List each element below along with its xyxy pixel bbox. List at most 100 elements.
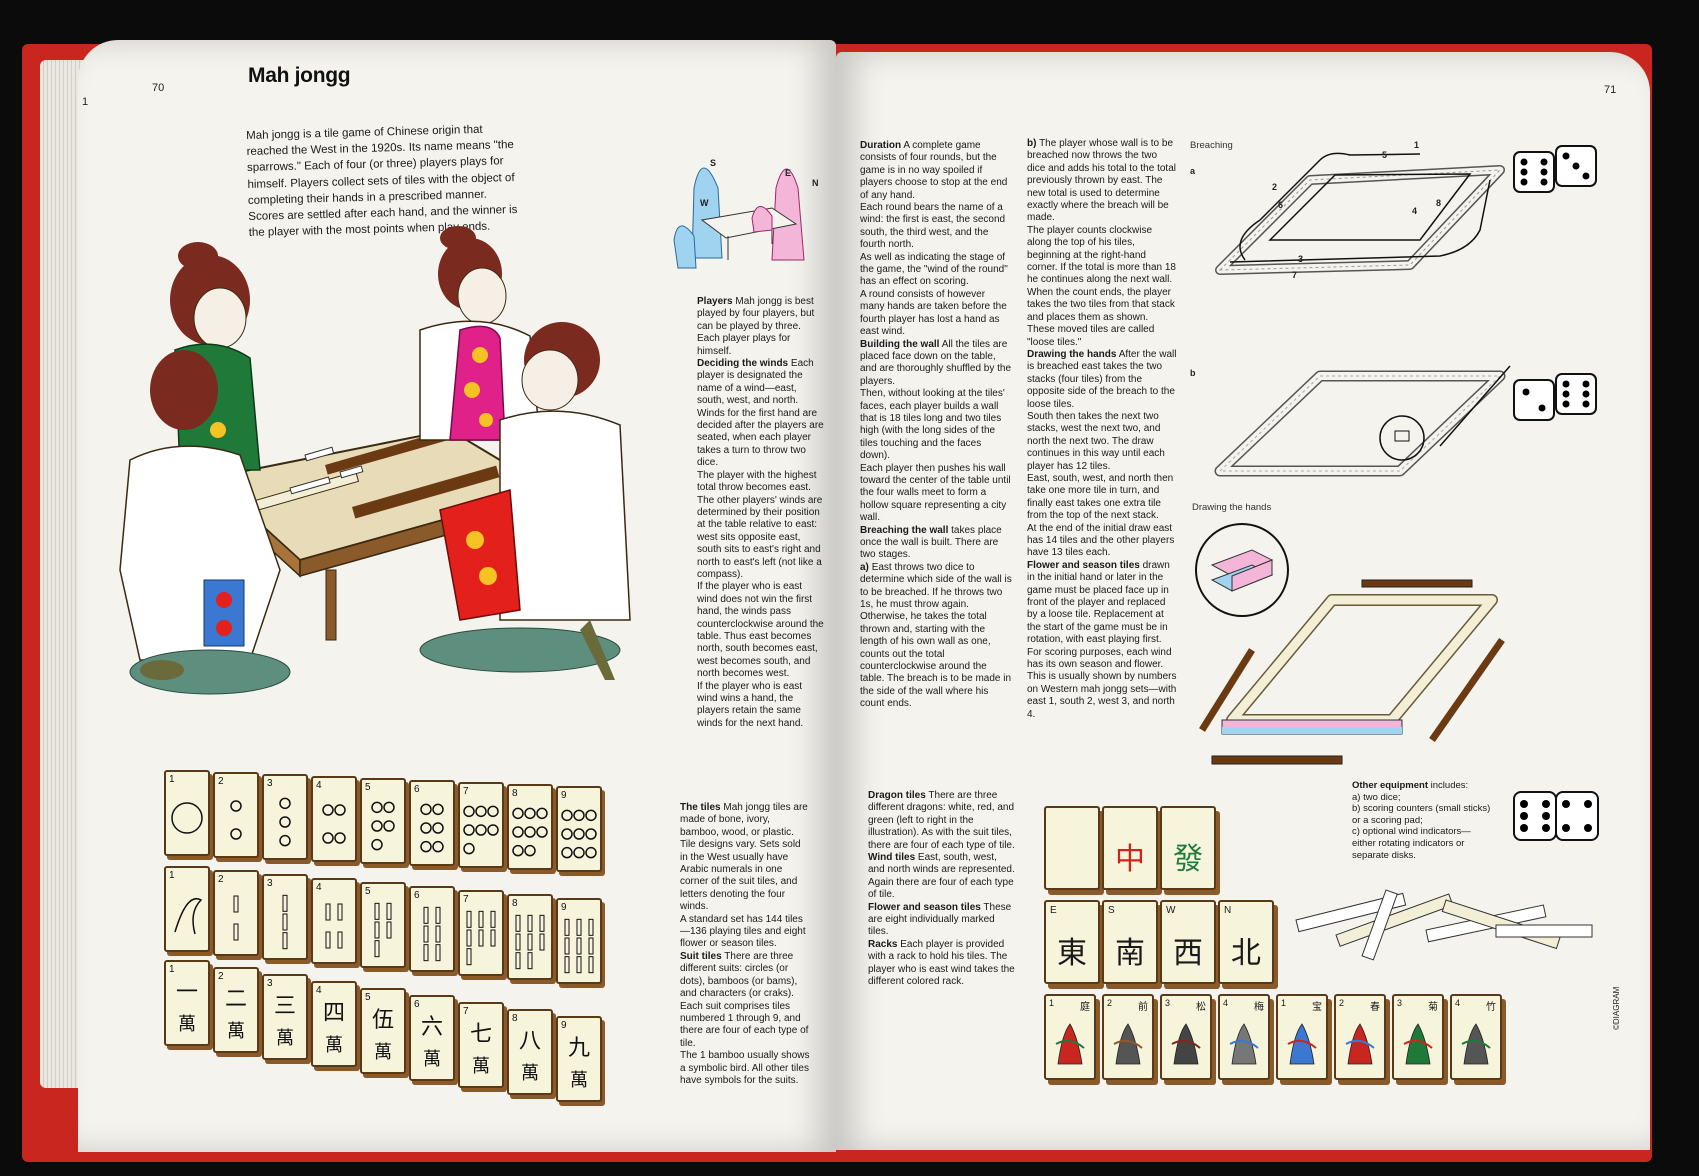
tile-number: 8 bbox=[512, 788, 518, 799]
tile-number: 3 bbox=[267, 878, 273, 889]
wan-glyph: 萬 bbox=[570, 1070, 588, 1091]
deciding-winds-text: Each player is designated the name of a … bbox=[697, 358, 814, 407]
tile-number: 3 bbox=[267, 978, 273, 989]
wan-glyph: 萬 bbox=[472, 1056, 490, 1077]
breaching-diagram-b bbox=[1214, 365, 1511, 477]
winds-retain-text: If the player who is east wind wins a ha… bbox=[697, 680, 804, 729]
dragon-tile bbox=[1044, 806, 1100, 890]
flower-season-tiles-text: These are eight individually marked tile… bbox=[868, 901, 1012, 938]
circle-tile: 1 bbox=[164, 770, 210, 856]
tile-number: 5 bbox=[365, 782, 371, 793]
duration-column: Duration A complete game consists of fou… bbox=[860, 140, 1012, 711]
circles-symbol bbox=[230, 800, 242, 840]
tile-number: 4 bbox=[316, 780, 322, 791]
bamboo-symbol bbox=[174, 898, 203, 935]
flower-illustration bbox=[1461, 1023, 1491, 1065]
circles-symbol bbox=[371, 801, 395, 851]
circles-symbol bbox=[420, 803, 444, 853]
equipment-dice: a) two dice; bbox=[1352, 791, 1401, 803]
path-number-7: 7 bbox=[1292, 270, 1298, 280]
drawing-hands-heading: Drawing the hands bbox=[1027, 348, 1117, 360]
character-glyph: 九 bbox=[567, 1036, 590, 1061]
tile-number: 4 bbox=[316, 985, 322, 996]
flower-glyph: 菊 bbox=[1428, 1002, 1438, 1013]
right-page-number: 71 bbox=[1604, 84, 1617, 96]
players-text: Mah jongg is best played by four players… bbox=[697, 296, 815, 357]
circles-symbol bbox=[463, 805, 499, 855]
tile-number: 2 bbox=[218, 776, 224, 787]
step-b-text: The player whose wall is to be breached … bbox=[1027, 138, 1176, 224]
circles-symbol bbox=[322, 804, 346, 844]
circles-symbol bbox=[561, 809, 597, 859]
wan-glyph: 萬 bbox=[423, 1049, 441, 1070]
page-edges bbox=[40, 60, 84, 1088]
path-number-1: 1 bbox=[1414, 140, 1420, 150]
wind-label-n: N bbox=[812, 178, 819, 188]
circle-tile: 5 bbox=[360, 778, 406, 864]
flower-number: 4 bbox=[1223, 998, 1229, 1008]
tile-number: 4 bbox=[316, 882, 322, 893]
wind-tiles-heading: Wind tiles bbox=[868, 852, 916, 864]
tile-number: 6 bbox=[414, 999, 420, 1010]
hollow-square-text: Each player then pushes his wall toward … bbox=[860, 462, 1011, 524]
dragon-glyph: 發 bbox=[1173, 842, 1203, 877]
character-glyph: 伍 bbox=[371, 1008, 394, 1033]
breach-column: b) The player whose wall is to be breach… bbox=[1027, 138, 1177, 721]
dice-pair-equipment bbox=[1513, 791, 1599, 841]
tile-number: 1 bbox=[169, 964, 175, 975]
path-number-8: 8 bbox=[1436, 198, 1442, 208]
bamboo-tile: 2 bbox=[213, 870, 259, 956]
players-column: Players Mah jongg is best played by four… bbox=[697, 296, 825, 730]
drawing-hands-text: After the wall is breached east takes th… bbox=[1027, 348, 1177, 410]
racks-text: Each player is provided with a rack to h… bbox=[868, 938, 1015, 988]
bamboo-tile: 6 bbox=[409, 886, 455, 972]
wind-letter: S bbox=[1108, 905, 1115, 916]
extra-tile-text: East, south, west, and north then take o… bbox=[1027, 472, 1174, 522]
dragon-glyph: 中 bbox=[1115, 842, 1145, 877]
character-glyph: 六 bbox=[420, 1015, 443, 1040]
flower-glyph: 梅 bbox=[1254, 1002, 1264, 1013]
bamboo-tile: 3 bbox=[262, 874, 308, 960]
draw-order-text: South then takes the next two stacks, we… bbox=[1027, 410, 1165, 472]
wan-glyph: 萬 bbox=[325, 1035, 343, 1056]
winds-first-hand-text: Winds for the first hand are decided aft… bbox=[697, 407, 824, 469]
tile-number: 2 bbox=[218, 971, 224, 982]
character-glyph: 八 bbox=[518, 1029, 541, 1054]
round-length-text: A round consists of however many hands a… bbox=[860, 288, 1007, 338]
tile-number: 3 bbox=[267, 778, 273, 789]
dragon-tiles-heading: Dragon tiles bbox=[868, 790, 926, 801]
tile-number: 1 bbox=[169, 870, 175, 881]
wind-letter: E bbox=[1050, 905, 1057, 916]
flower-glyph: 春 bbox=[1370, 1002, 1380, 1013]
diagram-label-b: b bbox=[1190, 368, 1196, 378]
tile-number: 5 bbox=[365, 992, 371, 1003]
flower-number: 1 bbox=[1049, 998, 1055, 1008]
dragon-tiles-text: There are three different dragons: white… bbox=[868, 790, 1015, 851]
flower-illustration bbox=[1229, 1023, 1259, 1065]
character-glyph: 四 bbox=[322, 1001, 345, 1026]
circle-tile: 2 bbox=[213, 772, 259, 858]
bamboo-symbol bbox=[282, 894, 288, 950]
bamboo-symbol bbox=[233, 895, 239, 941]
bamboo-symbol bbox=[325, 903, 343, 949]
round-scoring-text: As well as indicating the stage of the g… bbox=[860, 251, 1008, 288]
flower-number: 4 bbox=[1455, 998, 1461, 1008]
equipment-counters: b) scoring counters (small sticks) or a … bbox=[1352, 803, 1491, 826]
wind-glyph: 南 bbox=[1115, 936, 1145, 971]
step-a-label: a) bbox=[860, 561, 869, 573]
flower-illustration bbox=[1403, 1023, 1433, 1065]
step-a-text: East throws two dice to determine which … bbox=[860, 561, 1012, 710]
flower-number: 3 bbox=[1397, 998, 1403, 1008]
circle-tile: 3 bbox=[262, 774, 308, 860]
